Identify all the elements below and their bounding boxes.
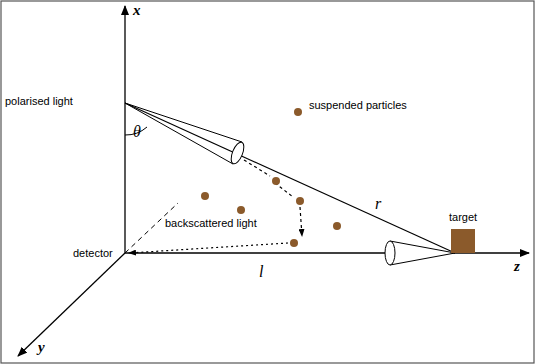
y-axis bbox=[18, 253, 125, 356]
distance-label: r bbox=[375, 196, 381, 212]
angle-label: θ bbox=[133, 124, 141, 140]
x-axis bbox=[124, 6, 125, 253]
distance-label: l bbox=[259, 264, 263, 280]
particle-label: suspended particles bbox=[309, 100, 407, 111]
backscatter-label: backscattered light bbox=[164, 218, 258, 229]
axis-label: y bbox=[38, 340, 45, 355]
target-cone bbox=[390, 241, 455, 265]
target-label: target bbox=[449, 212, 477, 223]
source-label: polarised light bbox=[5, 96, 73, 107]
axis-label: z bbox=[514, 259, 520, 274]
beam-cone bbox=[125, 103, 242, 164]
cone-end bbox=[229, 140, 247, 165]
detector-label: detector bbox=[73, 248, 113, 259]
target-block bbox=[451, 229, 475, 253]
axis-label: x bbox=[133, 3, 141, 18]
cone-end bbox=[385, 241, 395, 265]
light-path bbox=[125, 103, 455, 253]
backscatter-path bbox=[129, 243, 288, 253]
